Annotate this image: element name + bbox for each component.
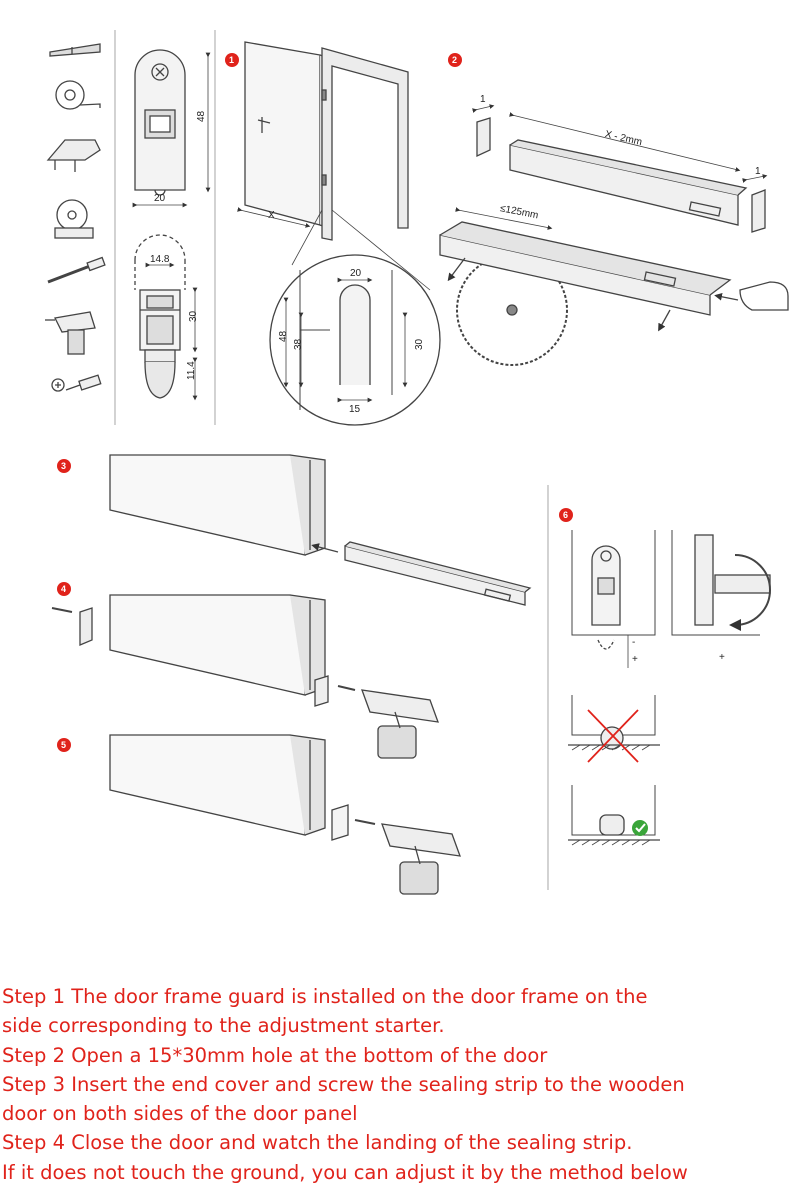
dim-profile-width: 20 [154, 193, 166, 204]
hand-push-icon [739, 281, 789, 311]
dim-section-width: 14.8 [150, 254, 170, 265]
dim-end-gap-left: 1 [480, 94, 486, 105]
instruction-line: Step 2 Open a 15*30mm hole at the bottom… [2, 1043, 548, 1067]
adjust-minus-label: - [632, 637, 635, 648]
power-drill-icon [361, 689, 439, 759]
svg-text:2: 2 [452, 55, 457, 65]
instruction-line: Step 4 Close the door and watch the land… [2, 1131, 633, 1155]
circular-saw-icon [54, 199, 94, 239]
power-drill-icon [381, 823, 461, 895]
wrong-cross-icon [587, 709, 639, 763]
instruction-line: side corresponding to the adjustment sta… [2, 1014, 445, 1038]
device-front-view [132, 49, 211, 208]
dim-profile-height: 48 [196, 110, 207, 122]
svg-text:1: 1 [229, 55, 234, 65]
svg-text:6: 6 [563, 510, 568, 520]
dim-hole-38: 38 [293, 338, 304, 350]
svg-text:5: 5 [61, 740, 66, 750]
step-4-screw-end-cover [51, 594, 439, 759]
step-5-screw-strip [109, 734, 461, 895]
step-6-adjust [547, 485, 771, 890]
step-badge-1: 1 [225, 53, 239, 67]
svg-text:3: 3 [61, 461, 66, 471]
device-section-view [134, 234, 198, 401]
instruction-line: Step 3 Insert the end cover and screw th… [2, 1072, 685, 1096]
instruction-line: door on both sides of the door panel [2, 1102, 358, 1126]
step-badge-3: 3 [57, 459, 71, 473]
adjust-plus-label: + [632, 654, 638, 665]
dim-seal-height: 11.4 [186, 361, 197, 380]
miter-clamp-icon [46, 139, 101, 172]
dim-hole-15: 15 [349, 404, 361, 415]
instruction-line: Step 1 The door frame guard is installed… [2, 985, 648, 1008]
svg-text:4: 4 [61, 584, 66, 594]
tools-column [45, 30, 116, 425]
screwdriver-icon [51, 374, 102, 392]
utility-knife-icon [49, 43, 101, 57]
step-badge-2: 2 [448, 53, 462, 67]
tape-measure-icon [55, 80, 101, 110]
power-drill-icon [45, 311, 96, 355]
step-1-door [237, 41, 441, 426]
dim-end-gap-right: 1 [755, 166, 761, 177]
dim-section-height: 30 [188, 310, 199, 322]
drill-bit-icon [47, 256, 106, 284]
installation-diagram: 48 20 14.8 30 11.4 X [45, 30, 789, 895]
step-2-cutting [439, 104, 789, 366]
dim-door-offset: X [268, 210, 275, 221]
correct-check-icon [632, 820, 648, 836]
dim-hole-48: 48 [278, 330, 289, 342]
instruction-line: If it does not touch the ground, you can… [2, 1160, 688, 1184]
rotate-plus-label: + [719, 652, 725, 663]
instructions-list: Step 1 The door frame guard is installed… [2, 982, 798, 1187]
step-3-insert [109, 454, 532, 606]
step-badge-4: 4 [57, 582, 71, 596]
dim-hole-30: 30 [414, 338, 425, 350]
step-badge-5: 5 [57, 738, 71, 752]
step-badge-6: 6 [559, 508, 573, 522]
dim-hole-width-top: 20 [350, 268, 362, 279]
dim-cut-max: ≤125mm [499, 203, 539, 221]
dim-cut-length: X - 2mm [604, 129, 643, 148]
